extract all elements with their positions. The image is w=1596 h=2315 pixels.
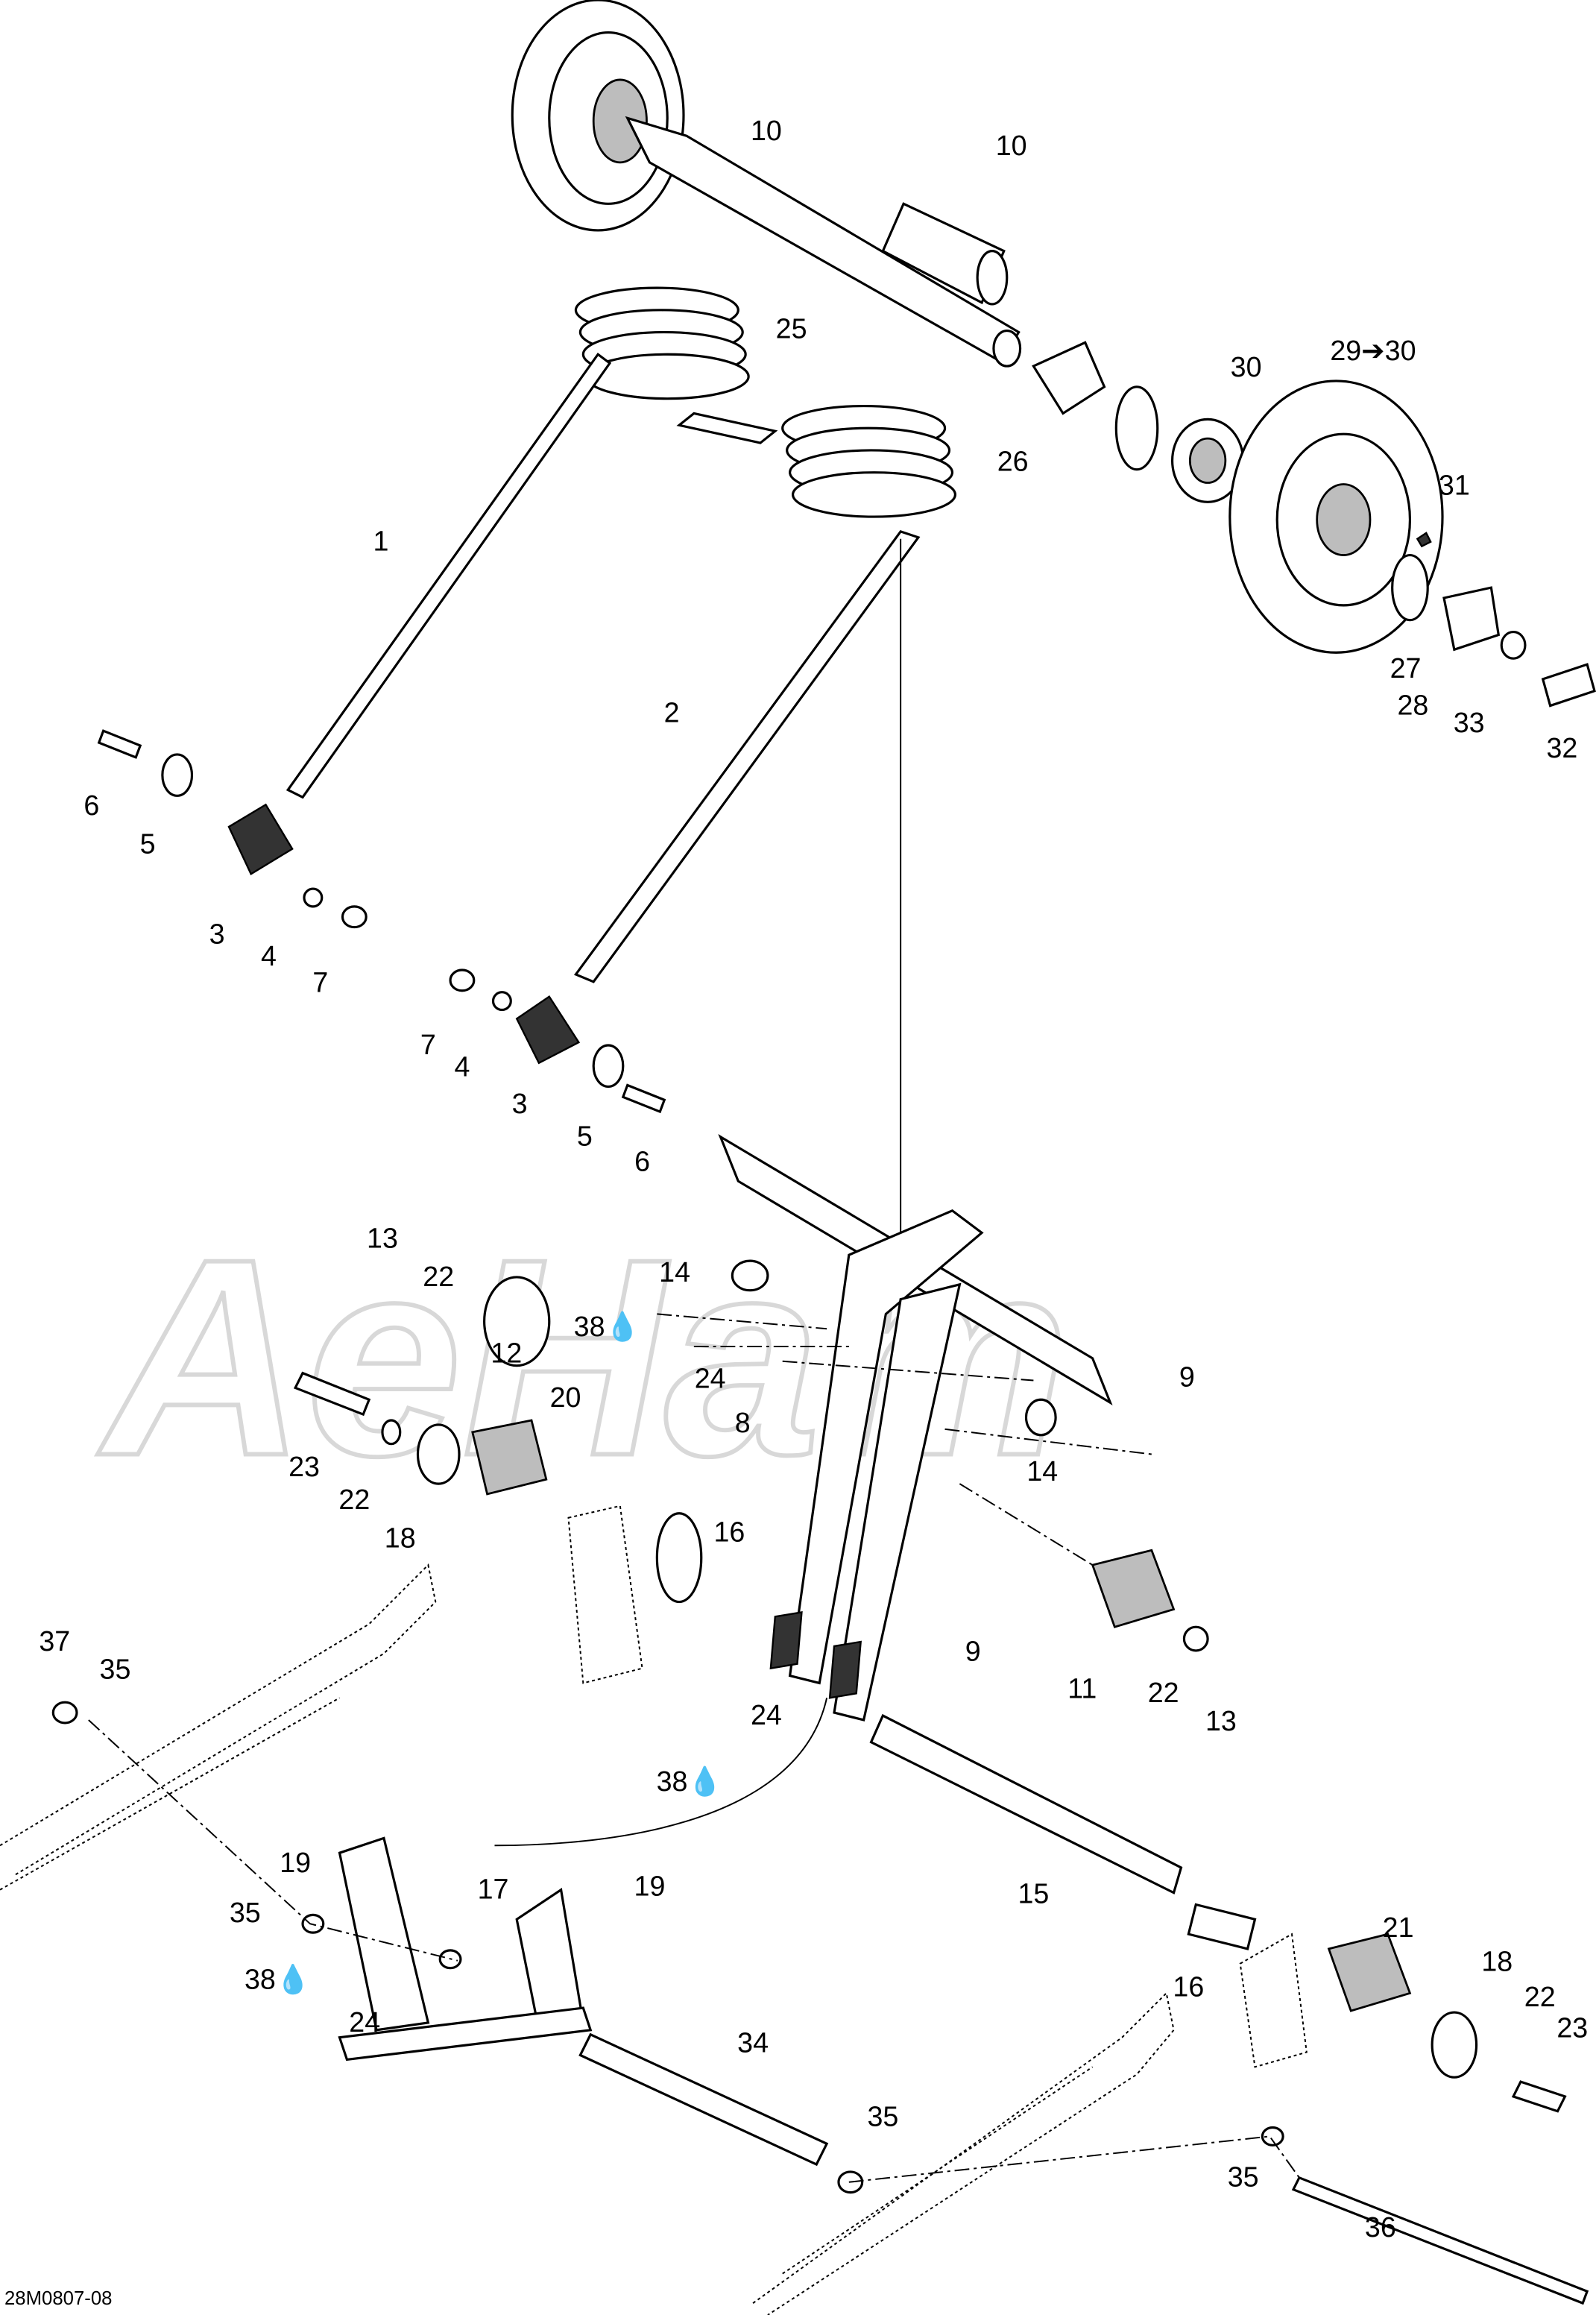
callout-label: 9 <box>1179 1361 1195 1392</box>
callout-label: 8 <box>735 1407 751 1438</box>
bracket-17 <box>338 1836 430 2032</box>
callout-label: 14 <box>1026 1455 1058 1487</box>
sleeve-10 <box>881 202 1006 305</box>
callout-label: 35 <box>100 1654 131 1685</box>
callout-label: 29➔30 <box>1330 335 1416 366</box>
callout-label: 24 <box>349 2006 380 2038</box>
callout-label: 10 <box>751 115 782 146</box>
callout-label: 10 <box>996 130 1027 161</box>
callout-label: 22 <box>1524 1981 1556 2012</box>
callout-label: 38💧 <box>574 1310 640 1343</box>
callout-label: 36 <box>1365 2211 1396 2243</box>
callout-label: 6 <box>83 790 99 821</box>
callout-label: 22 <box>423 1261 454 1292</box>
callout-label: 35 <box>230 1897 261 1928</box>
callout-label: 3 <box>512 1088 528 1119</box>
callout-label: 5 <box>577 1121 593 1152</box>
callout-label: 23 <box>1556 2012 1588 2044</box>
callout-label: 18 <box>1481 1946 1513 1977</box>
callout-label: 26 <box>997 446 1029 477</box>
callout-label: 32 <box>1547 732 1578 763</box>
callout-label: 17 <box>478 1874 509 1905</box>
callout-label: 33 <box>1454 707 1485 738</box>
callout-label: 30 <box>1231 351 1262 382</box>
callout-label: 28 <box>1397 689 1428 720</box>
rail-left <box>0 1563 437 1891</box>
callout-label: 12 <box>491 1338 522 1369</box>
spring-2 <box>573 404 957 983</box>
callout-label: 5 <box>140 828 156 860</box>
callout-label: 16 <box>1173 1971 1204 2002</box>
callout-label: 31 <box>1439 469 1470 500</box>
callout-label: 7 <box>420 1029 436 1060</box>
callout-label: 3 <box>209 918 225 949</box>
callout-label: 35 <box>867 2101 898 2132</box>
callout-label: 23 <box>288 1451 320 1482</box>
callout-label: 2 <box>664 696 680 728</box>
callout-label: 4 <box>454 1051 470 1083</box>
callout-label: 22 <box>1148 1677 1179 1708</box>
callout-label: 9 <box>965 1636 981 1667</box>
callout-label: 20 <box>550 1382 581 1413</box>
axle-34 <box>578 2032 829 2167</box>
callout-label: 22 <box>338 1484 370 1515</box>
callout-label: 6 <box>634 1145 650 1177</box>
callout-label: 1 <box>373 526 389 557</box>
callout-label: 35 <box>1228 2161 1259 2193</box>
callout-label: 25 <box>776 312 807 344</box>
callout-label: 38💧 <box>245 1962 311 1995</box>
callout-label: 13 <box>367 1222 398 1253</box>
callout-label: 24 <box>695 1362 726 1393</box>
callout-label: 19 <box>280 1847 311 1878</box>
callout-label: 19 <box>634 1871 666 1902</box>
callout-label: 15 <box>1018 1878 1049 1909</box>
spring-1 <box>286 286 778 799</box>
callout-label: 16 <box>713 1516 745 1547</box>
bushing-26 <box>1032 341 1106 415</box>
callout-label: 14 <box>659 1256 690 1288</box>
callout-label: 21 <box>1383 1912 1414 1943</box>
callout-label: 24 <box>751 1699 782 1730</box>
callout-label: 7 <box>312 967 328 998</box>
diagram-code: 28M0807-08 <box>4 2288 113 2309</box>
callout-label: 38💧 <box>657 1765 723 1798</box>
wheel-left <box>511 0 685 232</box>
callout-label: 37 <box>39 1625 70 1657</box>
callout-label: 27 <box>1390 652 1422 684</box>
rail-right <box>752 1991 1175 2315</box>
callout-label: 11 <box>1067 1672 1097 1704</box>
callout-label: 18 <box>385 1522 416 1553</box>
callout-label: 4 <box>261 940 277 971</box>
callout-label: 34 <box>737 2027 769 2059</box>
callout-label: 13 <box>1205 1705 1237 1736</box>
